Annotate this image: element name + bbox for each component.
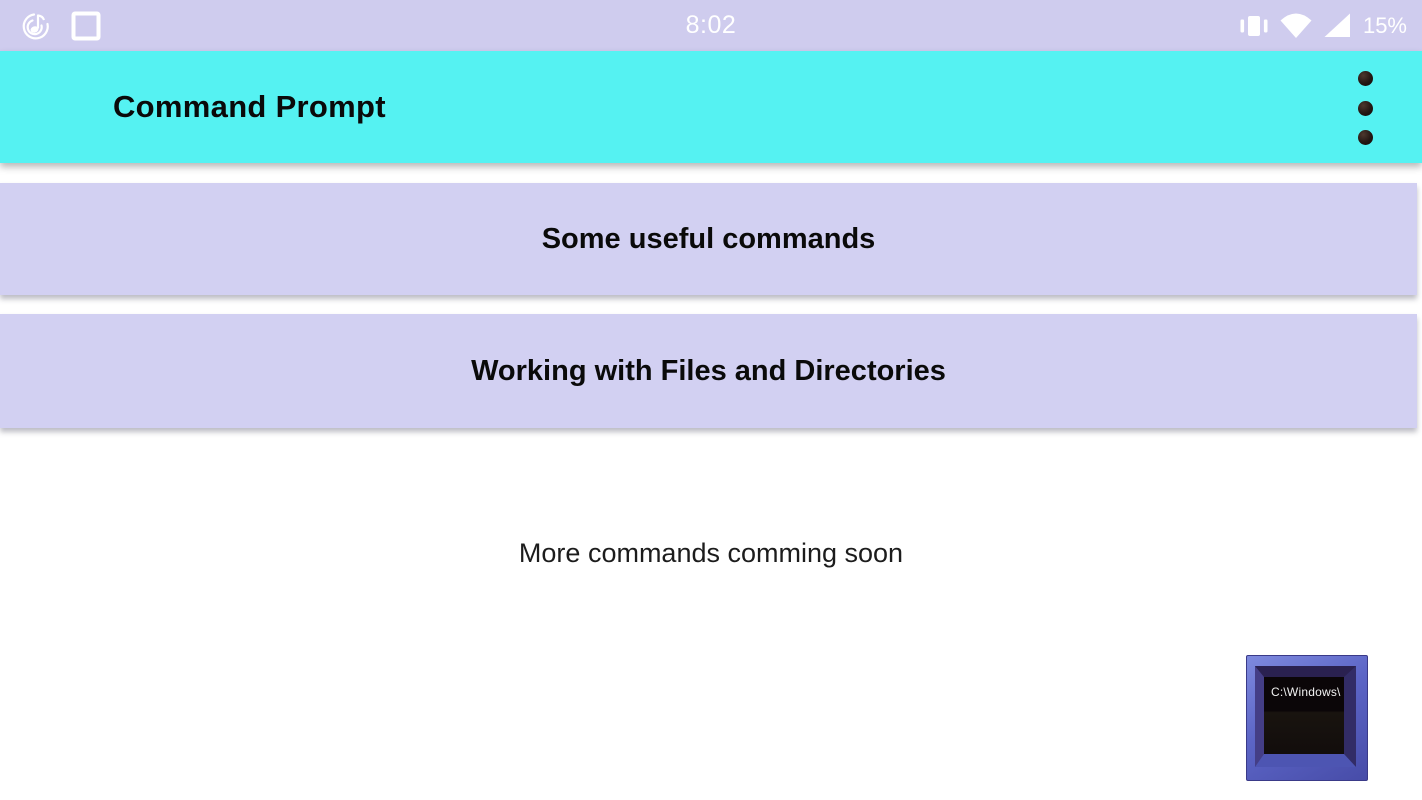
vibrate-icon — [1239, 11, 1269, 41]
status-bar: 8:02 15% — [0, 0, 1422, 51]
button-some-useful-commands[interactable]: Some useful commands — [0, 183, 1417, 295]
music-note-icon — [20, 9, 52, 43]
overflow-dot — [1357, 71, 1373, 86]
overflow-menu-button[interactable] — [1350, 71, 1380, 145]
status-time: 8:02 — [685, 11, 737, 39]
button-label: Working with Files and Directories — [471, 354, 946, 387]
status-bar-right-icons: 15% — [1239, 0, 1407, 51]
page-title: Command Prompt — [113, 89, 386, 124]
overflow-dot — [1357, 130, 1373, 145]
status-bar-left-icons — [20, 0, 102, 51]
coming-soon-text: More commands comming soon — [518, 538, 904, 568]
battery-percent: 15% — [1362, 12, 1407, 38]
app-bar: Command Prompt — [0, 51, 1422, 163]
screenshot-frame-icon — [70, 10, 102, 42]
cellular-signal-icon — [1323, 12, 1352, 39]
button-working-with-files-and-directories[interactable]: Working with Files and Directories — [0, 314, 1417, 428]
wifi-icon — [1278, 11, 1314, 40]
logo-screen: C:\Windows\ — [1255, 666, 1356, 767]
button-label: Some useful commands — [541, 222, 876, 255]
overflow-dot — [1357, 100, 1373, 116]
command-prompt-logo: C:\Windows\ — [1246, 655, 1368, 781]
logo-screen-text: C:\Windows\ — [1271, 685, 1341, 699]
